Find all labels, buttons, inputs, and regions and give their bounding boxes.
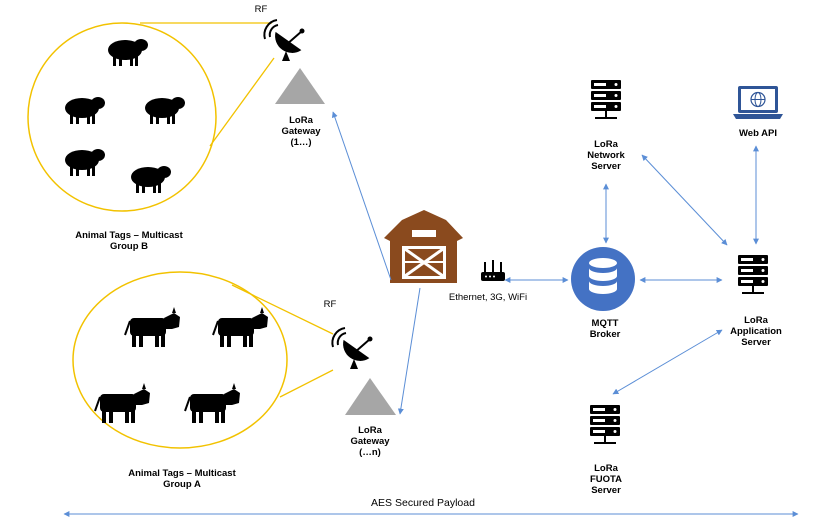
- payload-label: AES Secured Payload: [371, 497, 475, 509]
- group-a-label: Animal Tags – Multicast Group A: [128, 468, 236, 490]
- laptop-globe-icon: [733, 86, 783, 119]
- group-b-label: Animal Tags – Multicast Group B: [75, 230, 183, 252]
- rf-label-bottom: RF: [323, 299, 337, 310]
- connector-gateway-top-barn: [331, 111, 392, 281]
- sheep-icon: [65, 97, 105, 124]
- rf-label-top: RF: [254, 4, 268, 15]
- gateway-bottom-label: LoRa Gateway (…n): [350, 425, 390, 458]
- satellite-dish-icon: [263, 19, 306, 62]
- cow-icon: [184, 382, 241, 424]
- connector-netserver-appserver: [641, 154, 728, 246]
- network-server-label: LoRa Network Server: [587, 139, 625, 172]
- sheep-icon: [65, 149, 105, 176]
- server-icon: [738, 255, 768, 294]
- cow-icon: [94, 382, 151, 424]
- barn-icon: [384, 210, 463, 283]
- group-a-rf-line-top: [231, 284, 334, 335]
- sheep-icon: [145, 97, 185, 124]
- gateway-top-label: LoRa Gateway (1…): [281, 115, 321, 148]
- application-server-label: LoRa Application Server: [730, 315, 782, 348]
- mqtt-broker-label: MQTT Broker: [589, 318, 621, 340]
- backhaul-label: Ethernet, 3G, WiFi: [448, 292, 528, 303]
- gateway-top-triangle: [275, 68, 325, 104]
- database-icon: [571, 247, 635, 311]
- group-a-rf-line-bottom: [279, 369, 334, 398]
- router-icon: [481, 260, 505, 281]
- connector-barn-gateway-bottom: [397, 287, 421, 415]
- server-icon: [591, 80, 621, 119]
- cow-icon: [124, 306, 181, 348]
- gateway-bottom-triangle: [345, 378, 396, 415]
- group-b-circle: [27, 22, 217, 212]
- web-api-label: Web API: [738, 128, 777, 139]
- sheep-icon: [108, 39, 148, 66]
- connector-appserver-fuota: [612, 329, 723, 395]
- sheep-icon: [131, 166, 171, 193]
- server-icon: [590, 405, 620, 444]
- satellite-dish-icon: [331, 327, 374, 370]
- cow-icon: [212, 306, 269, 348]
- group-a-circle: [72, 271, 288, 449]
- fuota-server-label: LoRa FUOTA Server: [589, 463, 622, 496]
- group-b-rf-line-bottom: [209, 57, 275, 147]
